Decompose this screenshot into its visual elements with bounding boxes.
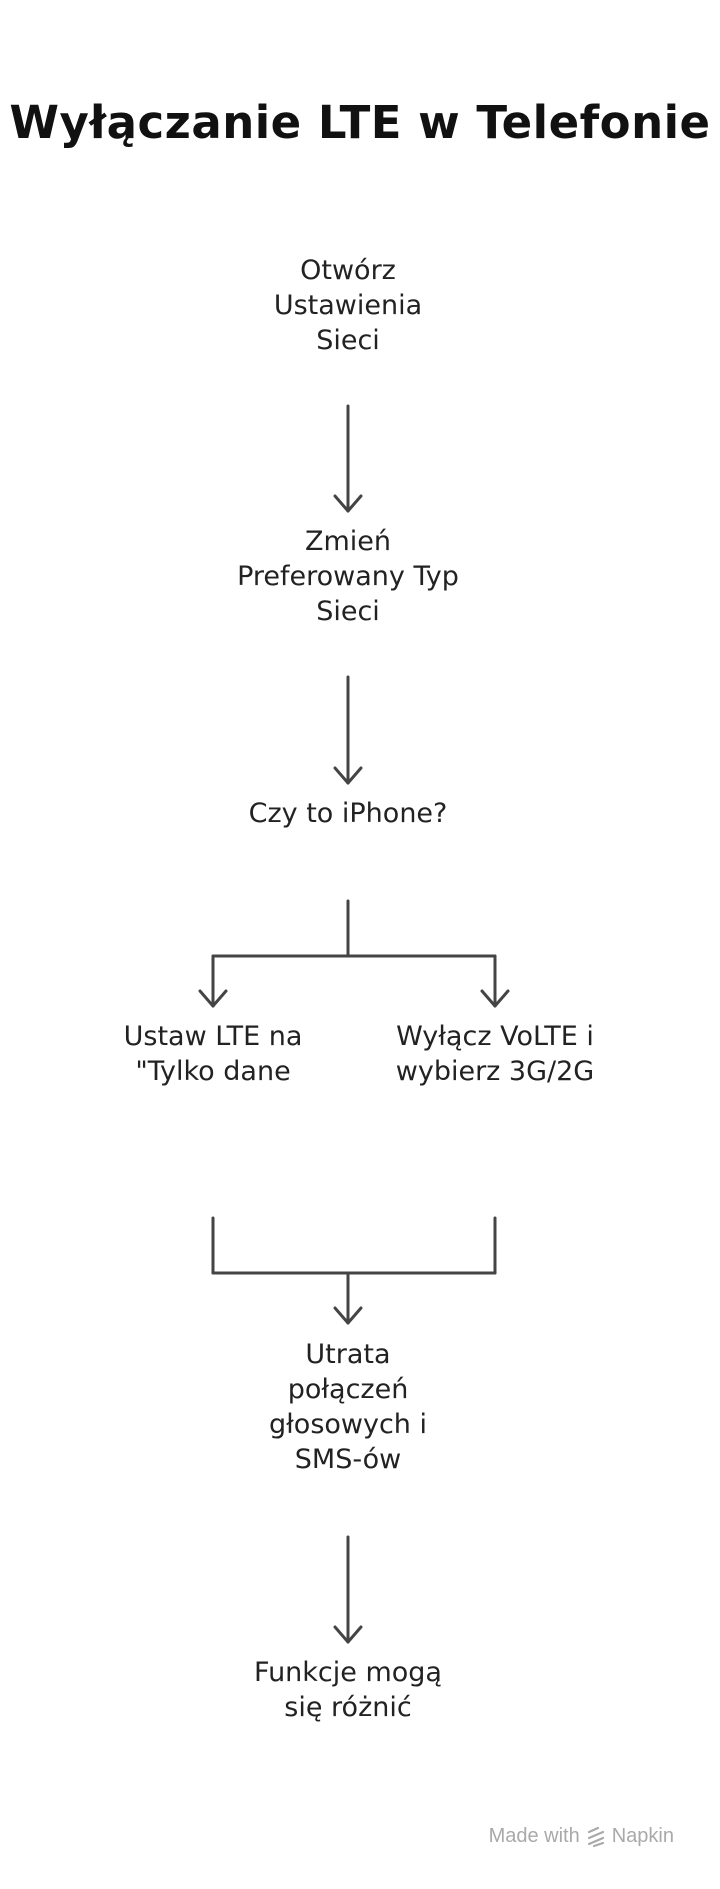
arrow-loss-to-features [333, 1535, 363, 1644]
made-with-label: Made with [488, 1825, 580, 1847]
napkin-logo-icon [587, 1826, 604, 1847]
option-set-lte-data-only: Ustaw LTE na "Tylko dane [123, 1021, 303, 1087]
note-features-may-differ: Funkcje mogą się różnić [254, 1657, 442, 1723]
decision-is-iphone: Czy to iPhone? [248, 798, 448, 829]
result-loss-of-calls: Utrata połączeń głosowych i SMS-ów [268, 1339, 428, 1475]
branch-merge-to-loss [211, 1216, 497, 1325]
step-open-settings: Otwórz Ustawienia Sieci [273, 255, 423, 356]
arrow-settings-to-network-type [333, 404, 363, 513]
made-with-napkin-footer: Made with Napkin [489, 1825, 674, 1848]
diagram-title: Wyłączanie LTE w Telefonie [9, 96, 711, 149]
branch-iphone-split [198, 899, 510, 1008]
option-disable-volte: Wyłącz VoLTE i wybierz 3G/2G [395, 1021, 595, 1087]
arrow-network-type-to-iphone [333, 675, 363, 785]
step-change-network-type: Zmień Preferowany Typ Sieci [237, 526, 459, 627]
napkin-brand-label: Napkin [611, 1825, 674, 1847]
